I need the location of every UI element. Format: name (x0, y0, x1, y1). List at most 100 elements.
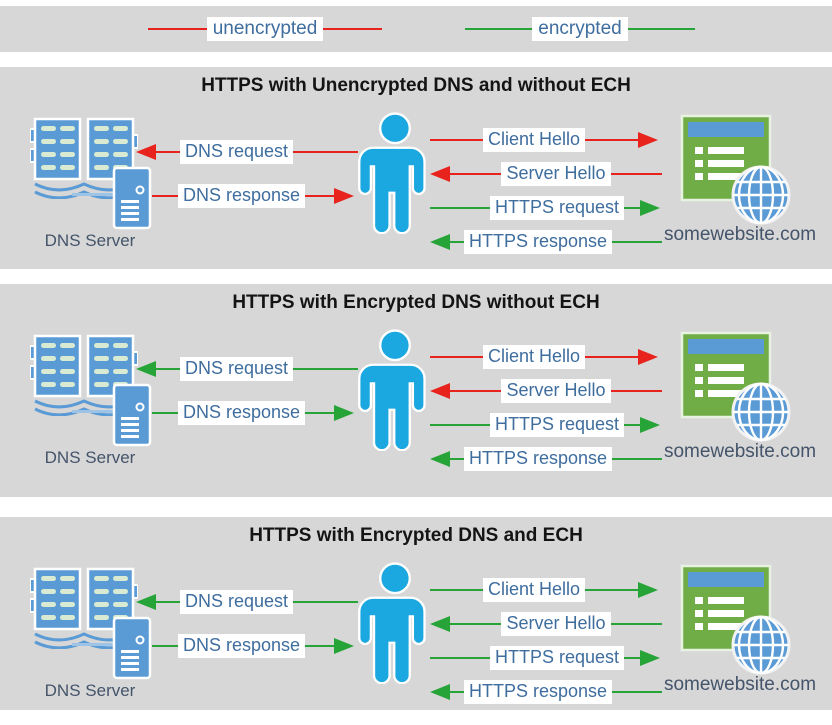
website-icon (680, 564, 791, 675)
dns-server-icon (112, 166, 152, 230)
arrow-line (450, 691, 464, 693)
arrow-label: HTTPS response (464, 230, 613, 254)
arrow-label: Server Hello (501, 162, 611, 186)
arrow-https-response: HTTPS response (430, 679, 662, 705)
arrow-label: Server Hello (501, 612, 611, 636)
arrowhead-left-icon (430, 451, 450, 467)
arrowhead-right-icon (334, 188, 354, 204)
panel-title: HTTPS with Unencrypted DNS and without E… (201, 75, 631, 96)
arrow-label: Client Hello (482, 578, 586, 602)
dns-server-icon (112, 383, 152, 447)
dns-server-label: DNS Server (44, 231, 136, 250)
arrow-line (624, 424, 640, 426)
panel-unencrypted-dns-no-ech: HTTPS with Unencrypted DNS and without E… (0, 67, 832, 269)
arrow-label: DNS response (178, 401, 306, 425)
arrow-line (305, 645, 334, 647)
arrow-server-hello: Server Hello (430, 378, 663, 404)
website-label: somewebsite.com (663, 224, 817, 245)
unencrypted-line (148, 28, 207, 30)
arrow-line (450, 241, 464, 243)
website-label: somewebsite.com (663, 441, 817, 462)
arrow-server-hello: Server Hello (430, 161, 663, 187)
arrow-label: DNS request (180, 140, 294, 164)
arrow-https-response: HTTPS response (430, 446, 662, 472)
arrow-line (585, 356, 639, 358)
arrow-line (624, 657, 640, 659)
arrowhead-left-icon (430, 383, 450, 399)
arrow-dns-request: DNS request (136, 356, 358, 382)
arrow-line (152, 412, 178, 414)
arrowhead-left-icon (430, 616, 450, 632)
arrow-dns-request: DNS request (136, 589, 358, 615)
arrow-line (430, 589, 483, 591)
arrow-line (430, 424, 490, 426)
arrow-line (585, 139, 639, 141)
book-server-connector (72, 643, 114, 646)
arrow-client-hello: Client Hello (430, 577, 659, 603)
arrowhead-left-icon (430, 166, 450, 182)
unencrypted-line (323, 28, 383, 30)
dns-server-icon (112, 616, 152, 680)
arrow-label: Server Hello (501, 379, 611, 403)
person-icon (358, 329, 426, 451)
arrow-line (152, 645, 178, 647)
arrow-dns-response: DNS response (152, 400, 354, 426)
book-server-connector (72, 193, 114, 196)
arrowhead-left-icon (136, 361, 156, 377)
arrow-https-request: HTTPS request (430, 645, 660, 671)
arrow-line (612, 458, 662, 460)
arrow-line (293, 151, 358, 153)
arrow-dns-response: DNS response (152, 633, 354, 659)
arrow-line (293, 601, 358, 603)
legend-label-unencrypted: unencrypted (206, 16, 324, 42)
arrow-label: Client Hello (482, 128, 586, 152)
legend-item-unencrypted: unencrypted (148, 16, 383, 42)
arrow-dns-response: DNS response (152, 183, 354, 209)
arrowhead-right-icon (334, 638, 354, 654)
legend-bar: unencrypted encrypted (0, 6, 832, 52)
arrow-line (624, 207, 640, 209)
arrow-line (450, 458, 464, 460)
arrow-line (430, 139, 483, 141)
encrypted-line (465, 28, 533, 30)
arrow-line (430, 356, 483, 358)
website-icon (680, 114, 791, 225)
arrowhead-right-icon (638, 349, 659, 365)
arrow-label: DNS request (180, 357, 294, 381)
arrow-label: HTTPS request (489, 413, 624, 437)
arrowhead-right-icon (334, 405, 354, 421)
website-icon (680, 331, 791, 442)
arrowhead-left-icon (136, 594, 156, 610)
arrow-line (430, 657, 490, 659)
dns-server-label: DNS Server (44, 681, 136, 700)
arrowhead-right-icon (640, 650, 660, 666)
arrow-line (152, 195, 178, 197)
arrow-label: HTTPS response (464, 447, 613, 471)
arrow-line (612, 691, 662, 693)
arrow-client-hello: Client Hello (430, 127, 659, 153)
arrow-line (610, 623, 663, 625)
person-icon (358, 112, 426, 234)
arrow-dns-request: DNS request (136, 139, 358, 165)
arrowhead-right-icon (638, 582, 659, 598)
panel-title: HTTPS with Encrypted DNS and ECH (249, 525, 583, 546)
arrowhead-right-icon (640, 200, 660, 216)
panel-encrypted-dns-and-ech: HTTPS with Encrypted DNS and ECH DNS Ser… (0, 517, 832, 710)
person-icon (358, 562, 426, 684)
arrow-label: Client Hello (482, 345, 586, 369)
arrow-label: HTTPS response (464, 680, 613, 704)
arrow-label: DNS request (180, 590, 294, 614)
arrow-line (450, 623, 502, 625)
arrow-line (305, 412, 334, 414)
encrypted-line (627, 28, 696, 30)
arrow-line (293, 368, 358, 370)
arrow-line (450, 173, 502, 175)
arrow-server-hello: Server Hello (430, 611, 663, 637)
arrow-line (450, 390, 502, 392)
legend-item-encrypted: encrypted (465, 16, 696, 42)
arrow-label: DNS response (178, 634, 306, 658)
arrow-label: HTTPS request (489, 196, 624, 220)
arrowhead-right-icon (638, 132, 659, 148)
arrow-line (610, 173, 663, 175)
